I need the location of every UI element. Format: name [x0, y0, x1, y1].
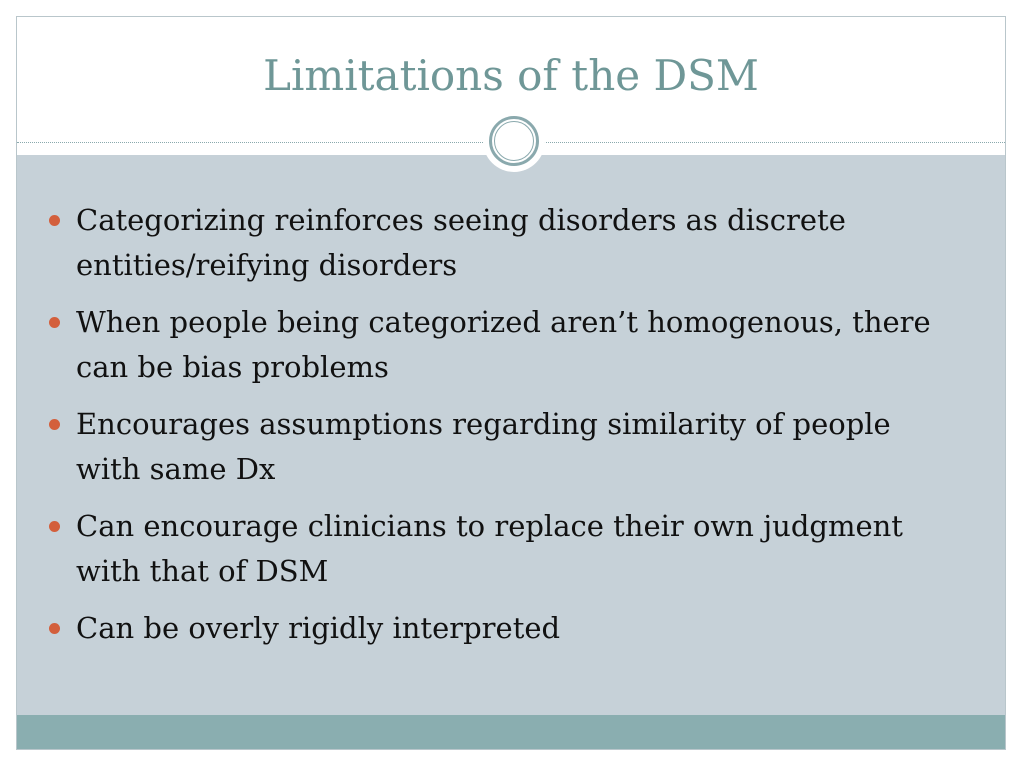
content-area: [17, 155, 1005, 717]
bullet-icon: [49, 419, 60, 430]
bullet-text: Can encourage clinicians to replace thei…: [76, 509, 903, 588]
footer-bar: [17, 715, 1005, 749]
bullet-item: Can be overly rigidly interpreted: [48, 606, 948, 651]
bullet-icon: [49, 317, 60, 328]
bullet-text: Can be overly rigidly interpreted: [76, 611, 561, 645]
bullet-text: Categorizing reinforces seeing disorders…: [76, 203, 846, 282]
bullet-item: Categorizing reinforces seeing disorders…: [48, 198, 948, 288]
bullet-text: When people being categorized aren’t hom…: [76, 305, 931, 384]
ornament-inner-ring: [494, 121, 534, 161]
bullet-item: When people being categorized aren’t hom…: [48, 300, 948, 390]
bullet-icon: [49, 215, 60, 226]
bullet-text: Encourages assumptions regarding similar…: [76, 407, 891, 486]
slide: Limitations of the DSM: [16, 16, 1006, 750]
bullet-icon: [49, 521, 60, 532]
bullet-icon: [49, 623, 60, 634]
bullet-list: Categorizing reinforces seeing disorders…: [48, 198, 948, 663]
bullet-item: Encourages assumptions regarding similar…: [48, 402, 948, 492]
bullet-item: Can encourage clinicians to replace thei…: [48, 504, 948, 594]
slide-title: Limitations of the DSM: [263, 51, 759, 100]
